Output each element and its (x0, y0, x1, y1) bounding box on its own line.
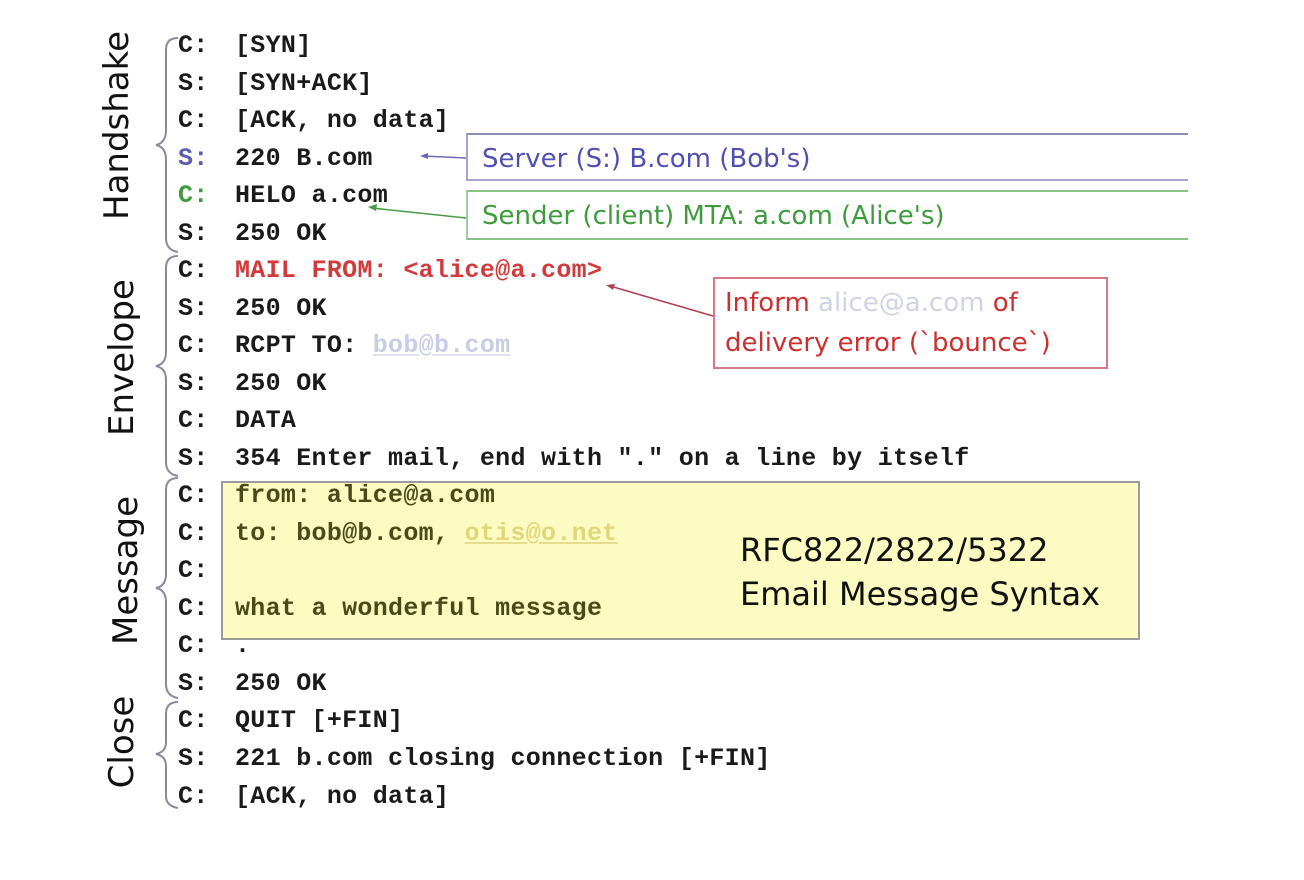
line-prefix: C: (178, 181, 209, 210)
rcpt-bob-link[interactable]: bob@b.com (372, 331, 511, 360)
line-prefix: S: (178, 744, 209, 773)
protocol-line: S: 250 OK (178, 294, 327, 324)
rfc-description: Email Message Syntax (740, 575, 1100, 613)
protocol-line: C: [ACK, no data] (178, 106, 449, 136)
protocol-line: C: what a wonderful message (178, 594, 602, 624)
bounce-arrow (609, 285, 714, 317)
line-content: 250 OK (235, 369, 327, 398)
bounce-line-2: delivery error (`bounce`) (725, 328, 1051, 358)
line-prefix: C: (178, 31, 209, 60)
sender-callout: Sender (client) MTA: a.com (Alice's) (466, 190, 1188, 240)
line-prefix: S: (178, 219, 209, 248)
protocol-line: C: [ACK, no data] (178, 782, 449, 812)
protocol-line: S: 220 B.com (178, 144, 373, 174)
mail-from-content: MAIL FROM: <alice@a.com> (235, 256, 603, 285)
protocol-line: C: to: bob@b.com, otis@o.net (178, 519, 618, 549)
brace-handshake (155, 37, 179, 253)
line-prefix: C: (178, 594, 209, 623)
line-content: [SYN+ACK] (235, 69, 373, 98)
protocol-line: C:. (178, 631, 250, 661)
line-content: [ACK, no data] (235, 106, 450, 135)
line-prefix: S: (178, 669, 209, 698)
line-prefix: C: (178, 706, 209, 735)
protocol-line: C: [SYN] (178, 31, 312, 61)
line-content: . (235, 631, 251, 660)
line-content: what a wonderful message (235, 594, 603, 623)
bounce-of-text: of (984, 288, 1018, 318)
protocol-line: C: RCPT TO: bob@b.com (178, 331, 510, 361)
bounce-inform-text: Inform (725, 288, 819, 318)
server-arrow-head (420, 153, 428, 159)
line-prefix: C: (178, 556, 209, 585)
bounce-line-1: Inform alice@a.com of (725, 283, 1106, 323)
protocol-line: C: from: alice@a.com (178, 481, 495, 511)
line-content: QUIT [+FIN] (235, 706, 404, 735)
rfc-syntax-note: RFC822/2822/5322 Email Message Syntax (740, 528, 1100, 616)
line-prefix: C: (178, 782, 209, 811)
protocol-line: S: 250 OK (178, 669, 327, 699)
line-content: RCPT TO: (235, 331, 373, 360)
line-content: [SYN] (235, 31, 312, 60)
line-content: 220 B.com (235, 144, 373, 173)
line-prefix: C: (178, 406, 209, 435)
bounce-arrow-head (606, 284, 615, 290)
line-content: from: alice@a.com (235, 481, 496, 510)
server-arrow (421, 155, 467, 159)
protocol-line: S: 250 OK (178, 369, 327, 399)
brace-envelope (155, 255, 179, 477)
line-prefix: C: (178, 256, 209, 285)
brace-message (155, 477, 179, 699)
line-content: 221 b.com closing connection [+FIN] (235, 744, 771, 773)
bounce-callout: Inform alice@a.com of delivery error (`b… (713, 277, 1108, 369)
protocol-line: C: MAIL FROM: <alice@a.com> (178, 256, 602, 286)
message-body-box (221, 481, 1140, 640)
protocol-line: C: HELO a.com (178, 181, 388, 211)
section-label-handshake: Handshake (97, 30, 137, 220)
section-label-close: Close (102, 695, 142, 789)
line-prefix: S: (178, 444, 209, 473)
line-prefix: C: (178, 519, 209, 548)
protocol-line: S: 221 b.com closing connection [+FIN] (178, 744, 771, 774)
rfc-numbers: RFC822/2822/5322 (740, 531, 1049, 569)
line-content: [ACK, no data] (235, 782, 450, 811)
protocol-line: S: 354 Enter mail, end with "." on a line… (178, 444, 970, 474)
line-prefix: S: (178, 294, 209, 323)
protocol-line: C: QUIT [+FIN] (178, 706, 403, 736)
line-content: 250 OK (235, 219, 327, 248)
line-prefix: C: (178, 631, 209, 660)
line-prefix: S: (178, 69, 209, 98)
section-label-message: Message (106, 495, 146, 645)
bounce-alice-link[interactable]: alice@a.com (818, 288, 985, 318)
server-callout: Server (S:) B.com (Bob's) (466, 133, 1188, 181)
line-content: to: bob@b.com, (235, 519, 465, 548)
otis-link[interactable]: otis@o.net (464, 519, 618, 548)
protocol-line: C: (178, 556, 235, 586)
line-prefix: S: (178, 369, 209, 398)
line-content: DATA (235, 406, 297, 435)
line-prefix: C: (178, 331, 209, 360)
line-content: 354 Enter mail, end with "." on a line b… (235, 444, 970, 473)
line-content: 250 OK (235, 294, 327, 323)
line-prefix: C: (178, 481, 209, 510)
section-label-envelope: Envelope (102, 279, 142, 436)
line-content: 250 OK (235, 669, 327, 698)
brace-close (155, 701, 179, 809)
protocol-line: S: 250 OK (178, 219, 327, 249)
protocol-line: S: [SYN+ACK] (178, 69, 373, 99)
protocol-line: C: DATA (178, 406, 296, 436)
line-content: HELO a.com (235, 181, 389, 210)
line-prefix: S: (178, 144, 209, 173)
line-prefix: C: (178, 106, 209, 135)
